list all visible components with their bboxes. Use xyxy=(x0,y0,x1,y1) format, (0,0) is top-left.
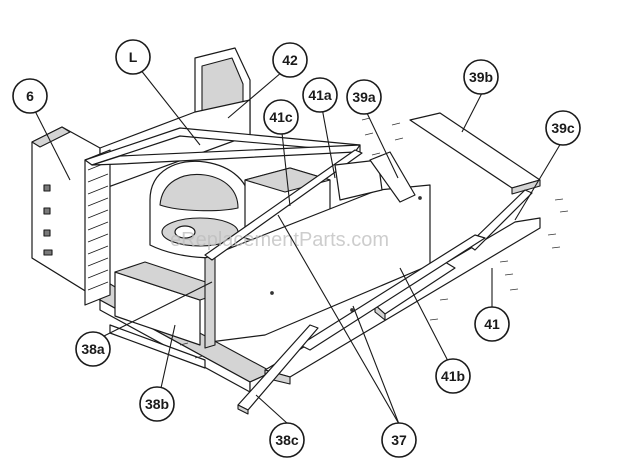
callout-41b: 41b xyxy=(435,358,471,394)
condenser-coil xyxy=(84,149,111,306)
callout-label: 41c xyxy=(269,109,293,125)
callout-label: 37 xyxy=(391,432,407,448)
callout-41: 41 xyxy=(474,306,510,342)
callout-37: 37 xyxy=(381,422,417,458)
control-knob-2 xyxy=(43,207,51,215)
rail-39b-side xyxy=(511,179,541,195)
callout-6: 6 xyxy=(12,78,48,114)
control-knob-4 xyxy=(43,249,53,256)
callout-41a: 41a xyxy=(302,77,338,113)
callout-label: 42 xyxy=(282,52,298,68)
callout-label: 38c xyxy=(275,432,299,448)
callout-38c: 38c xyxy=(269,422,305,458)
callout-42: 42 xyxy=(272,42,308,78)
callout-39c: 39c xyxy=(545,110,581,146)
callout-38a: 38a xyxy=(75,331,111,367)
leader-lines xyxy=(33,68,562,425)
rail-38b xyxy=(109,324,206,369)
control-knob-3 xyxy=(43,229,51,237)
top-rail-42 xyxy=(91,144,361,166)
callout-label: 6 xyxy=(26,88,34,104)
rail-39a xyxy=(369,151,416,203)
rail-39c xyxy=(467,189,533,251)
control-knob xyxy=(43,184,51,192)
screw-marks xyxy=(179,117,569,359)
rail-38c-side xyxy=(237,404,249,415)
rail-41a xyxy=(334,159,383,201)
callout-label: L xyxy=(129,49,138,65)
callout-label: 41a xyxy=(308,87,332,103)
callout-label: 39c xyxy=(551,120,575,136)
rail-41-side xyxy=(374,304,386,321)
unit-drawing xyxy=(31,47,569,415)
rail-41c xyxy=(204,149,363,261)
rail-39b xyxy=(409,112,541,189)
callout-label: 41 xyxy=(484,316,500,332)
callout-39b: 39b xyxy=(463,59,499,95)
callout-38b: 38b xyxy=(139,386,175,422)
callout-label: 38b xyxy=(145,396,169,412)
watermark-text: eReplacementParts.com xyxy=(170,229,389,251)
left-end-flange xyxy=(31,126,71,148)
callout-label: 41b xyxy=(441,368,465,384)
callout-L: L xyxy=(115,39,151,75)
callout-39a: 39a xyxy=(346,79,382,115)
rail-37 xyxy=(299,234,486,351)
callout-label: 39a xyxy=(352,89,376,105)
blower-housing xyxy=(149,160,251,259)
divider-panel-edge xyxy=(204,254,216,349)
callout-41c: 41c xyxy=(263,99,299,135)
callout-label: 39b xyxy=(469,69,493,85)
callout-label: 38a xyxy=(81,341,105,357)
